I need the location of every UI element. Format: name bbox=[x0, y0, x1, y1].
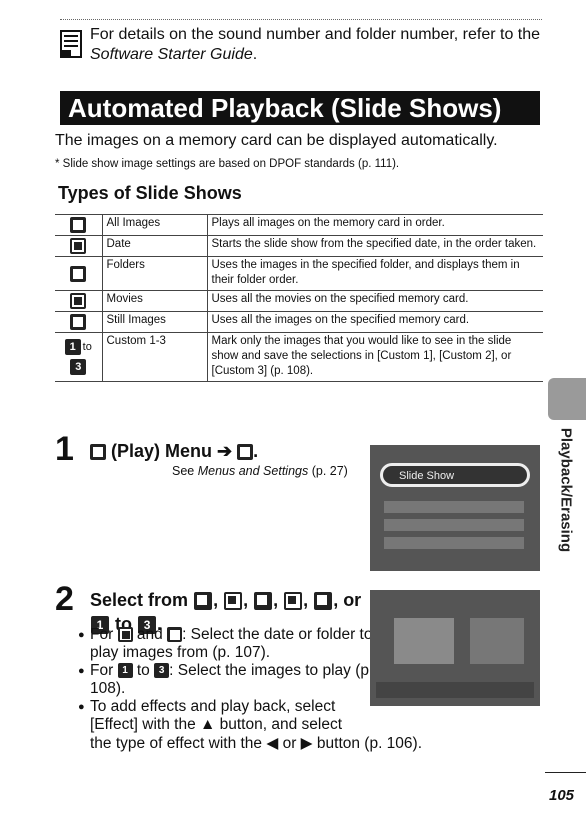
page-title: Automated Playback (Slide Shows) bbox=[60, 91, 540, 125]
type-description: Uses all the movies on the specified mem… bbox=[207, 290, 543, 312]
type-name: Custom 1-3 bbox=[102, 332, 208, 383]
note-text: For details on the sound number and fold… bbox=[90, 25, 550, 65]
slide-show-menu-item: Slide Show bbox=[380, 463, 530, 487]
separator: , bbox=[213, 590, 219, 610]
chapter-label: Playback/Erasing bbox=[557, 427, 575, 553]
folders-icon bbox=[70, 265, 87, 282]
note-main: For details on the sound number and fold… bbox=[90, 26, 541, 43]
date-icon bbox=[117, 627, 133, 643]
type-name: Folders bbox=[102, 256, 208, 291]
ref-title: Menus and Settings bbox=[197, 464, 309, 478]
custom-to-word: to bbox=[82, 341, 92, 354]
list-item: For 1 to 3: Select the images to play (p… bbox=[78, 662, 378, 698]
slide-show-types-table: All Images Plays all images on the memor… bbox=[55, 213, 543, 383]
movies-icon bbox=[284, 592, 303, 611]
custom-1-icon: 1 bbox=[64, 339, 81, 356]
step-2-number: 2 bbox=[55, 580, 74, 618]
or-word: , or bbox=[333, 590, 362, 610]
still-images-icon bbox=[70, 314, 87, 331]
folders-icon bbox=[254, 592, 273, 611]
page-number-rule bbox=[545, 772, 586, 773]
separator: , bbox=[273, 590, 279, 610]
type-description: Plays all images on the memory card in o… bbox=[207, 213, 543, 236]
slide-show-icon bbox=[237, 444, 254, 461]
play-menu-screenshot: Slide Show bbox=[370, 445, 540, 571]
all-images-icon bbox=[194, 592, 213, 611]
note-icon bbox=[60, 30, 82, 58]
step-2-continuation: the type of effect with the ◀ or ▶ butto… bbox=[90, 735, 423, 752]
type-name: Still Images bbox=[102, 311, 208, 333]
footnote: * Slide show image settings are based on… bbox=[55, 158, 400, 170]
step-2-bullets: For and : Select the date or folder to p… bbox=[78, 626, 378, 734]
step-1-title: (Play) Menu ➔ . bbox=[90, 440, 258, 462]
all-images-icon bbox=[70, 217, 87, 233]
page-number: 105 bbox=[549, 787, 575, 804]
step-2-title: Select from , , , , , or 1 to 3. bbox=[90, 588, 370, 636]
step-1-title-text: (Play) Menu bbox=[111, 441, 213, 461]
custom-3-icon: 3 bbox=[154, 663, 170, 679]
custom-3-icon: 3 bbox=[70, 359, 87, 376]
note-guide-title: Software Starter Guide bbox=[90, 46, 253, 63]
note-suffix: . bbox=[252, 46, 258, 63]
section-title: Types of Slide Shows bbox=[58, 183, 242, 203]
table-row: Date Starts the slide show from the spec… bbox=[55, 235, 543, 257]
list-item: For and : Select the date or folder to p… bbox=[78, 626, 378, 662]
table-row: Still Images Uses all the images on the … bbox=[55, 311, 543, 333]
step-1-reference: See Menus and Settings (p. 27) bbox=[172, 463, 348, 479]
list-item: To add effects and play back, select [Ef… bbox=[78, 698, 378, 734]
chapter-tab bbox=[548, 378, 586, 420]
intro-text: The images on a memory card can be displ… bbox=[55, 132, 498, 149]
folders-icon bbox=[167, 627, 183, 643]
custom-1-icon: 1 bbox=[117, 663, 133, 679]
still-images-icon bbox=[314, 592, 333, 611]
type-description: Mark only the images that you would like… bbox=[207, 332, 543, 383]
type-name: Date bbox=[102, 235, 208, 257]
step-1-number: 1 bbox=[55, 430, 74, 468]
table-row: All Images Plays all images on the memor… bbox=[55, 213, 543, 236]
type-name: Movies bbox=[102, 290, 208, 312]
table-row: Folders Uses the images in the specified… bbox=[55, 256, 543, 291]
separator: , bbox=[243, 590, 249, 610]
step-1-period: . bbox=[253, 441, 259, 461]
type-name: All Images bbox=[102, 213, 208, 236]
type-description: Starts the slide show from the specified… bbox=[207, 235, 543, 257]
step-2-title-text: Select from bbox=[90, 590, 189, 610]
ref-page: (p. 27) bbox=[311, 464, 348, 478]
type-description: Uses the images in the specified folder,… bbox=[207, 256, 543, 291]
date-icon bbox=[224, 592, 243, 611]
note-divider bbox=[60, 19, 542, 20]
separator: , bbox=[303, 590, 309, 610]
table-row: Movies Uses all the movies on the specif… bbox=[55, 290, 543, 312]
play-icon bbox=[90, 444, 106, 461]
movies-icon bbox=[70, 293, 87, 310]
date-icon bbox=[70, 238, 87, 255]
ref-see: See bbox=[172, 464, 195, 478]
slide-show-screenshot bbox=[370, 590, 540, 706]
arrow-icon: ➔ bbox=[217, 441, 233, 461]
period: . bbox=[157, 614, 163, 634]
type-description: Uses all the images on the specified mem… bbox=[207, 311, 543, 333]
